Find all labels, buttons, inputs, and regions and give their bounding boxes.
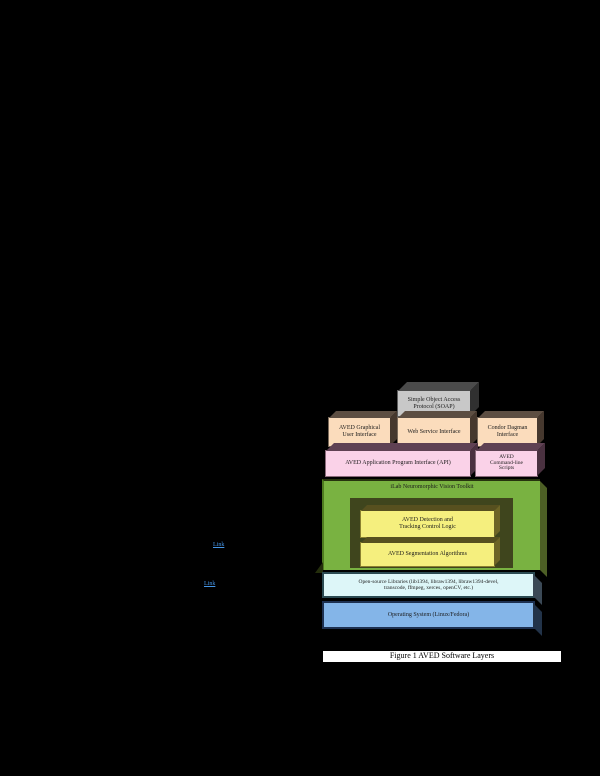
operating-system-box: Operating System (Linux/Fedora) xyxy=(322,601,535,629)
gui-layer-label: AVED Graphical User Interface xyxy=(338,425,381,438)
api-layer-label: AVED Application Program Interface (API) xyxy=(345,460,451,467)
command-line-scripts-box: AVED Command-line Scripts xyxy=(475,450,538,477)
web-service-layer-label: Web Service Interface xyxy=(407,428,461,435)
toolkit-layer-label: iLab Neuromorphic Vision Toolkit xyxy=(390,484,474,490)
segmentation-box: AVED Segmentation Algorithms xyxy=(360,542,495,567)
toolkit-corner-shadow xyxy=(315,562,323,573)
command-line-scripts-label: AVED Command-line Scripts xyxy=(490,453,523,472)
detection-tracking-label: AVED Detection and Tracking Control Logi… xyxy=(399,517,456,530)
operating-system-label: Operating System (Linux/Fedora) xyxy=(387,611,470,618)
detection-tracking-box: AVED Detection and Tracking Control Logi… xyxy=(360,510,495,538)
condor-dagman-layer-label: Condor Dagman Interface xyxy=(487,425,528,438)
figure-caption-text: Figure 1 AVED Software Layers xyxy=(389,651,495,661)
soap-layer-label: Simple Object Access Protocol (SOAP) xyxy=(407,396,461,410)
open-source-libraries-box: Open-source Libraries (lib1394, libraw13… xyxy=(322,572,535,598)
api-layer-box: AVED Application Program Interface (API) xyxy=(325,450,471,477)
segmentation-label: AVED Segmentation Algorithms xyxy=(388,551,467,558)
web-service-layer-box: Web Service Interface xyxy=(397,417,471,447)
open-source-libraries-label: Open-source Libraries (lib1394, libraw13… xyxy=(358,578,499,591)
condor-dagman-layer-box: Condor Dagman Interface xyxy=(477,417,538,447)
hyperlink-1[interactable]: Link xyxy=(213,542,225,548)
figure-caption: Figure 1 AVED Software Layers xyxy=(322,650,562,663)
hyperlink-2[interactable]: Link xyxy=(204,581,216,587)
